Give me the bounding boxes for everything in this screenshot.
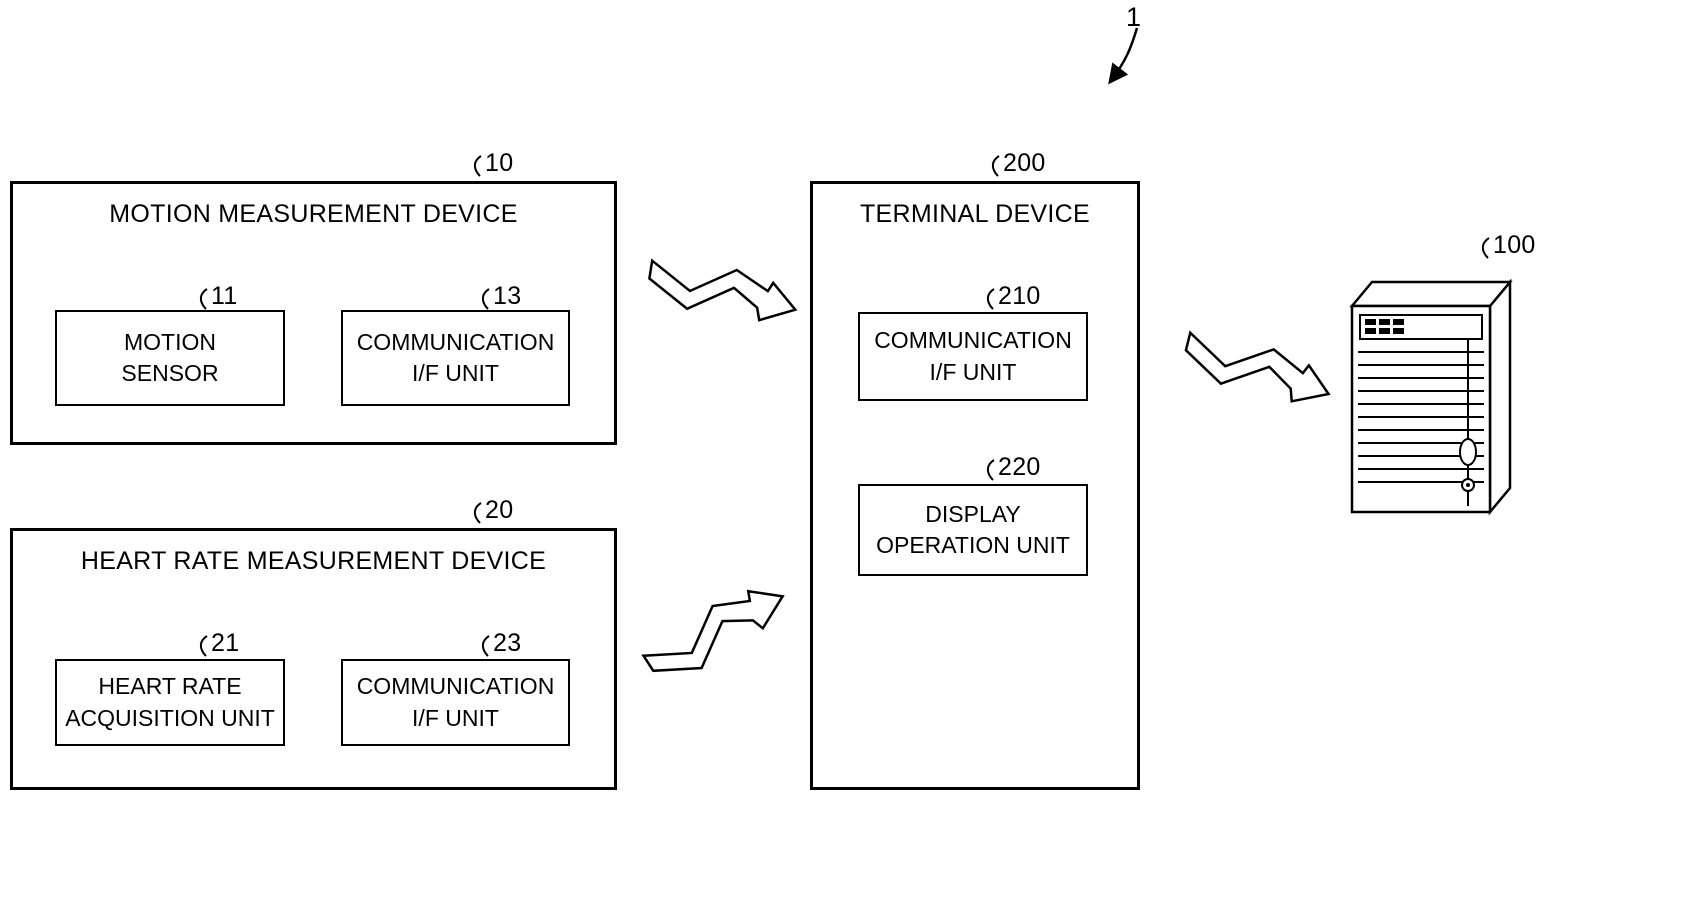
lead-line-tick-icon [473, 502, 482, 524]
terminal-device-title: TERMINAL DEVICE [859, 200, 1090, 228]
wireless-bolt-icon-motion-to-terminal [648, 258, 798, 322]
lead-line-tick-icon [473, 155, 482, 177]
figure-number: 1 [1126, 2, 1141, 33]
ref-label: 100 [1493, 230, 1536, 259]
ref-display-operation: 220 [983, 452, 1041, 482]
unit-label-line: I/F UNIT [929, 358, 1017, 385]
unit-label-line: COMMUNICATION [874, 327, 1072, 354]
ref-terminal-device: 200 [988, 148, 1046, 178]
server-top-face [1349, 280, 1513, 308]
lead-line-tick-icon [1481, 237, 1490, 259]
server-drive-bays [1365, 319, 1404, 334]
ref-label: 220 [998, 452, 1041, 481]
ref-hr-acquisition: 21 [196, 628, 239, 658]
ref-server: 100 [1478, 230, 1536, 260]
lead-line-tick-icon [199, 288, 208, 310]
lead-line-tick-icon [986, 288, 995, 310]
figure-pointer-arrow [1108, 27, 1139, 85]
ref-label: 10 [485, 148, 514, 177]
unit-label-line: I/F UNIT [412, 704, 499, 731]
unit-label-line: HEART RATE [98, 673, 242, 700]
heart-device-title: HEART RATE MEASUREMENT DEVICE [80, 547, 547, 575]
ref-label: 21 [211, 628, 240, 657]
unit-label-line: OPERATION UNIT [876, 532, 1070, 558]
unit-label-line: DISPLAY [925, 500, 1021, 527]
ref-heart-comm-if: 23 [478, 628, 521, 658]
unit-label-line: COMMUNICATION [356, 673, 555, 700]
server-side-face [1488, 278, 1512, 516]
lead-line-tick-icon [991, 155, 1000, 177]
motion-comm-if-box: COMMUNICATION I/F UNIT [341, 310, 570, 406]
lead-line-tick-icon [481, 635, 490, 657]
ref-motion-device: 10 [470, 148, 513, 178]
terminal-comm-if-box: COMMUNICATION I/F UNIT [858, 312, 1088, 401]
server-lock-icon [1459, 438, 1477, 466]
ref-motion-sensor: 11 [196, 281, 238, 311]
unit-label-line: ACQUISITION UNIT [65, 704, 275, 731]
ref-label: 23 [493, 628, 522, 657]
motion-device-title: MOTION MEASUREMENT DEVICE [109, 200, 518, 228]
ref-label: 200 [1003, 148, 1046, 177]
lead-line-tick-icon [986, 459, 995, 481]
ref-label: 20 [485, 495, 514, 524]
lead-line-tick-icon [481, 288, 490, 310]
ref-terminal-comm-if: 210 [983, 281, 1041, 311]
wireless-bolt-icon-heart-to-terminal [641, 589, 785, 673]
unit-label-line: COMMUNICATION [356, 328, 555, 355]
ref-heart-device: 20 [470, 495, 513, 525]
display-operation-unit-box: DISPLAY OPERATION UNIT [858, 484, 1088, 576]
hr-acquisition-unit-box: HEART RATE ACQUISITION UNIT [55, 659, 285, 746]
ref-label: 13 [493, 281, 522, 310]
server-icon [1340, 268, 1520, 523]
ref-label: 11 [211, 281, 238, 310]
server-display-strip [1359, 314, 1483, 340]
wireless-bolt-icon-terminal-to-server [1184, 330, 1331, 403]
unit-label-line: SENSOR [121, 360, 219, 386]
figure-number-label: 1 [1126, 2, 1142, 32]
unit-label-line: MOTION [124, 328, 216, 355]
server-power-button-dot [1466, 483, 1470, 487]
ref-label: 210 [998, 281, 1041, 310]
motion-sensor-box: MOTION SENSOR [55, 310, 285, 406]
unit-label-line: I/F UNIT [412, 360, 499, 386]
server-tower-drawing [1349, 278, 1513, 516]
lead-line-tick-icon [199, 635, 208, 657]
ref-motion-comm-if: 13 [478, 281, 521, 311]
heart-comm-if-box: COMMUNICATION I/F UNIT [341, 659, 570, 746]
